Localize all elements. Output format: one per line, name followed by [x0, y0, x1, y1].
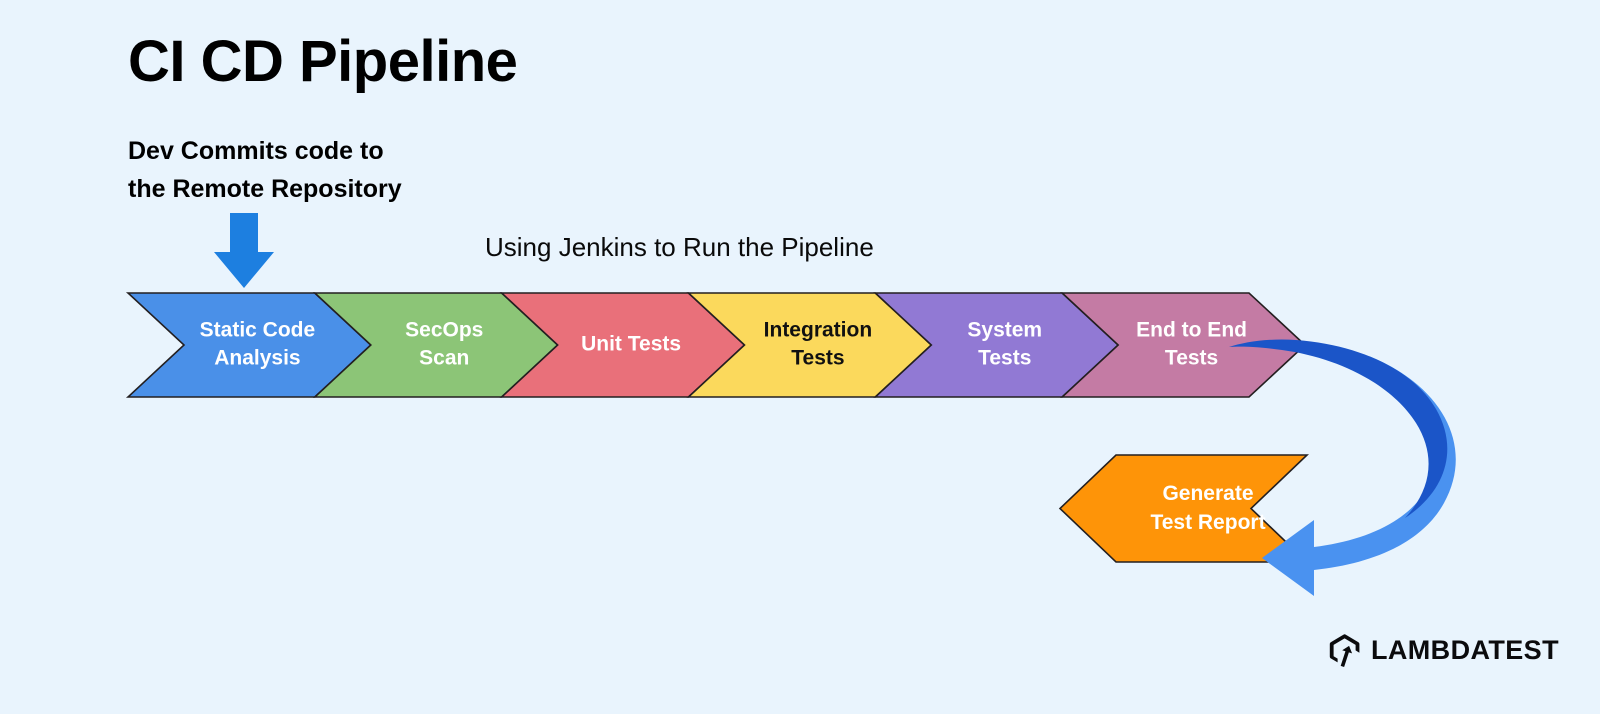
feedback-arrow-light-band	[1262, 356, 1456, 596]
jenkins-note-label: Using Jenkins to Run the Pipeline	[485, 232, 874, 262]
pipeline-stage-shape[interactable]	[1060, 292, 1307, 398]
page-title: CI CD Pipeline	[128, 29, 518, 94]
commit-note-label: Dev Commits code to the Remote Repositor…	[128, 137, 402, 203]
logo-text: LAMBDATEST	[1371, 634, 1559, 665]
feedback-arrow-dark-band	[1229, 339, 1448, 518]
lambdatest-logo: LAMBDATEST	[1328, 632, 1559, 668]
lambdatest-hexagon-arrow-icon	[1329, 634, 1360, 668]
commit-arrow-shape	[214, 213, 274, 288]
generate-report-shape[interactable]	[1058, 454, 1309, 563]
